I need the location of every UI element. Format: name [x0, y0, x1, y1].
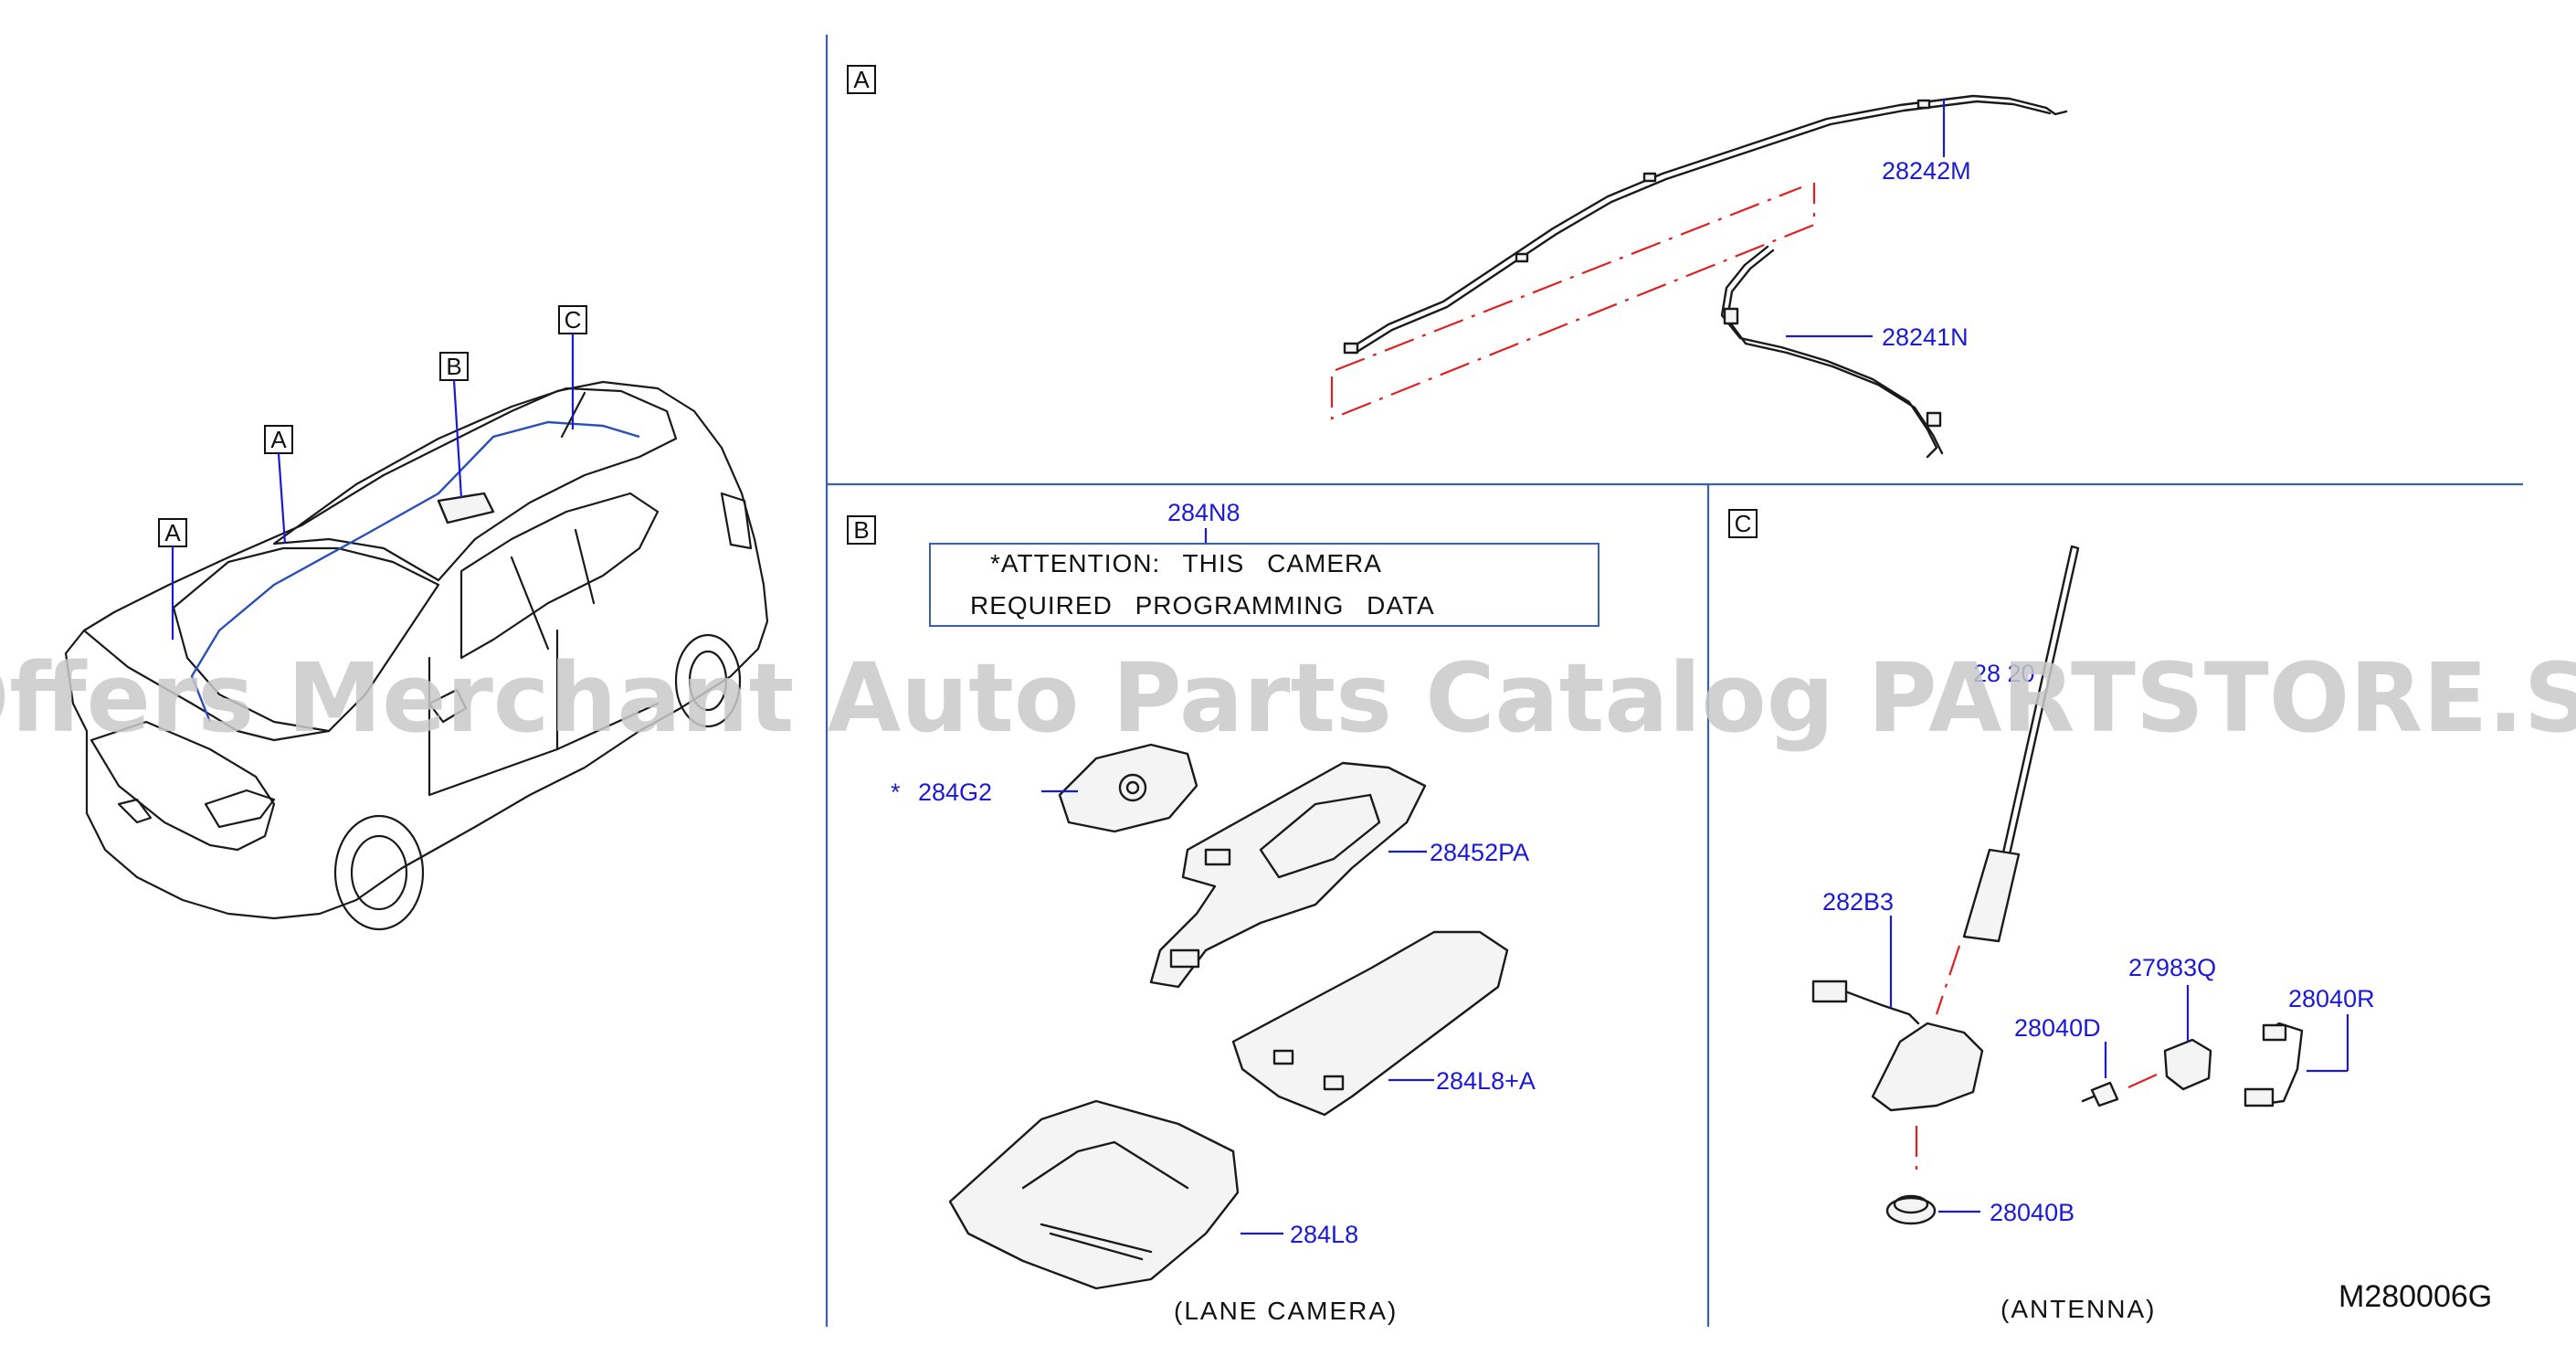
label-28040r: 28040R: [2288, 985, 2375, 1012]
section-b-letter: B: [853, 516, 869, 544]
label-28241n: 28241N: [1882, 323, 1969, 351]
section-a-letter: A: [853, 66, 870, 93]
label-284g2: 284G2: [918, 779, 992, 806]
vehicle-overview: [64, 380, 769, 931]
caption-antenna: (ANTENNA): [2001, 1295, 2156, 1323]
diagram-code: M280006G: [2338, 1279, 2492, 1314]
label-28242m: 28242M: [1882, 157, 1971, 185]
label-27983q: 27983Q: [2128, 954, 2216, 981]
callout-b: B: [446, 353, 461, 380]
attention-note-line2: REQUIRED PROGRAMMING DATA: [970, 591, 1435, 620]
section-a: A 28242M 28241N: [847, 65, 2068, 459]
label-284n8: 284N8: [1167, 499, 1240, 526]
label-28452pa: 28452PA: [1430, 839, 1529, 866]
label-28208-partial: 28 20: [1973, 660, 2035, 687]
label-282b3: 282B3: [1822, 888, 1894, 916]
watermark-text: Offers Merchant Auto Parts Catalog PARTS…: [0, 642, 2576, 754]
star-mark: *: [891, 779, 901, 806]
section-dividers: [825, 35, 2523, 1327]
attention-note-line1: *ATTENTION: THIS CAMERA: [990, 549, 1382, 577]
label-28040b: 28040B: [1990, 1199, 2075, 1226]
label-284l8a: 284L8+A: [1436, 1067, 1536, 1095]
overview-callouts: A A B C: [158, 305, 587, 640]
label-284l8: 284L8: [1290, 1221, 1358, 1248]
callout-a-front: A: [164, 519, 181, 546]
label-28040d: 28040D: [2014, 1014, 2101, 1042]
section-c-letter: C: [1735, 510, 1752, 537]
callout-c: C: [565, 306, 582, 334]
section-c: C 28 20 282B3 28040B 28040D 27983Q: [1728, 509, 2375, 1323]
caption-lane-camera: (LANE CAMERA): [1174, 1297, 1398, 1325]
section-b: B 284N8 *ATTENTION: THIS CAMERA REQUIRED…: [847, 499, 1599, 1325]
callout-a-roof: A: [270, 426, 287, 453]
